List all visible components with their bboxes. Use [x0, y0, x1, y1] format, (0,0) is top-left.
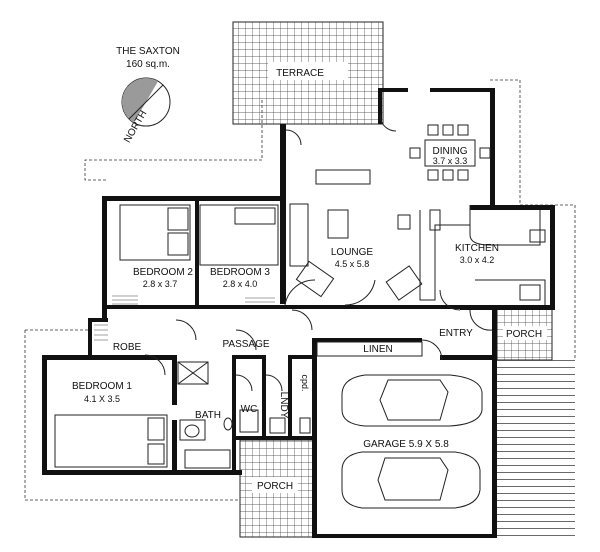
- room-porch-south: PORCH: [257, 481, 293, 492]
- car-icon: [341, 374, 483, 509]
- room-lndy: LNDY: [278, 392, 289, 419]
- room-linen: LINEN: [363, 344, 392, 355]
- lounge-furniture-icon: [284, 169, 423, 306]
- room-cpd: cpd.: [300, 374, 310, 391]
- room-bedroom3: BEDROOM 3: [210, 267, 270, 278]
- room-bedroom2: BEDROOM 2: [133, 267, 193, 278]
- plan-area: 160 sq.m.: [126, 59, 170, 70]
- room-bedroom3-size: 2.8 x 4.0: [223, 279, 258, 289]
- room-kitchen-size: 3.0 x 4.2: [460, 255, 495, 265]
- room-bath: BATH: [195, 410, 221, 421]
- room-terrace: TERRACE: [276, 68, 324, 79]
- room-entry: ENTRY: [439, 328, 473, 339]
- driveway: [497, 360, 575, 540]
- linen-cupboard: [316, 341, 423, 357]
- east-porch-deck: [496, 307, 553, 361]
- room-lounge-size: 4.5 x 5.8: [335, 259, 370, 269]
- plan-title: THE SAXTON: [116, 46, 180, 57]
- dining-table-icon: [409, 124, 491, 181]
- robe-shelving: [94, 295, 275, 341]
- door-swings: [144, 114, 493, 392]
- north-arrow-icon: [121, 77, 171, 127]
- room-robe: ROBE: [113, 342, 142, 353]
- room-bedroom1-size: 4.1 X 3.5: [84, 394, 120, 404]
- room-garage: GARAGE 5.9 X 5.8: [363, 439, 449, 450]
- room-bedroom1: BEDROOM 1: [72, 381, 132, 392]
- room-wc: WC: [241, 404, 258, 415]
- exterior-walls: [42, 88, 555, 538]
- bed-icon: [54, 204, 279, 468]
- room-lounge: LOUNGE: [331, 247, 374, 258]
- kitchen-counters: [419, 205, 546, 305]
- room-passage: PASSAGE: [222, 339, 269, 350]
- room-porch-east: PORCH: [506, 329, 542, 340]
- bathroom-fixtures-icon: [177, 361, 311, 469]
- room-bedroom2-size: 2.8 x 3.7: [143, 279, 178, 289]
- room-dining: DINING: [433, 146, 468, 157]
- terrace-deck: [232, 21, 384, 125]
- room-dining-size: 3.7 x 3.3: [433, 156, 468, 166]
- room-kitchen: KITCHEN: [455, 243, 499, 254]
